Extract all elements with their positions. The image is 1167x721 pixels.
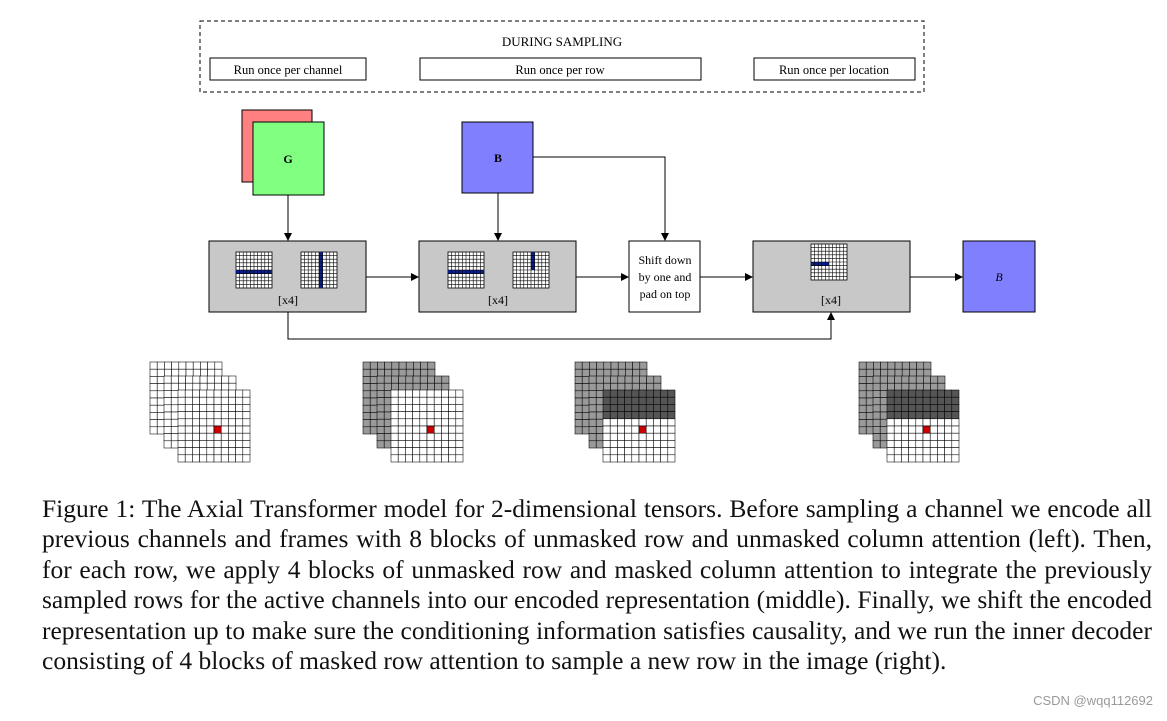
per-channel-label: Run once per channel [234,63,343,77]
stack-layer-3 [390,389,464,463]
active-pixel-3 [638,425,647,434]
per-location-box [753,57,916,81]
row-encoder-block [418,240,577,313]
stack-encoder-context [149,361,251,463]
row-repeat-label: [x4] [488,293,508,307]
attention-row-bar [811,262,829,266]
watermark: CSDN @wqq112692 [1033,693,1153,708]
stack-layer-3 [602,389,676,463]
shift-box [628,240,701,313]
blue-channel-label: B [494,151,502,165]
green-channel-label: G [283,152,292,166]
sampling-title: DURING SAMPLING [502,34,622,49]
sampling-dashed-box [199,20,925,93]
encoder-row-attention-grid [235,251,273,289]
active-pixel-1 [213,425,222,434]
arrow-encoder-skip-to-decoder [287,312,835,340]
stack-shift-context [574,361,676,463]
stack-layer-3 [177,389,251,463]
row-encoder-row-attention-grid [447,251,485,289]
grid-lines [448,252,484,288]
grid-lines [301,252,337,288]
encoder-column-attention-grid [300,251,338,289]
arrow-b-to-shift [533,156,669,241]
decoder-masked-row-grid [810,243,848,281]
per-row-box [419,57,702,81]
grid-lines [236,252,272,288]
active-pixel-4 [922,425,931,434]
attention-column-bar [531,252,535,270]
output-channel-square [962,240,1036,313]
stack-row-context [362,361,464,463]
encoder-repeat-label: [x4] [278,293,298,307]
attention-mini-grids [235,243,848,289]
per-location-label: Run once per location [779,63,890,77]
active-pixel-2 [426,425,435,434]
grid-lines [811,244,847,280]
stack-layer-3 [886,389,960,463]
sampling-legend: DURING SAMPLING Run once per channel Run… [199,20,925,93]
grid-lines [513,252,549,288]
shift-line-2: by one and [639,270,692,284]
arrows [284,156,963,340]
row-encoder-masked-column-grid [512,251,550,289]
shift-line-1: Shift down [638,253,691,267]
decoder-repeat-label: [x4] [821,293,841,307]
output-channel-label: B [995,270,1003,284]
axial-transformer-diagram: DURING SAMPLING Run once per channel Run… [149,20,1036,463]
stack-decoder-context [858,361,960,463]
figure-caption: Figure 1: The Axial Transformer model fo… [42,494,1152,676]
shift-line-3: pad on top [640,287,691,301]
per-channel-box [209,57,367,81]
per-row-label: Run once per row [515,63,604,77]
context-stack-illustrations [149,361,960,463]
